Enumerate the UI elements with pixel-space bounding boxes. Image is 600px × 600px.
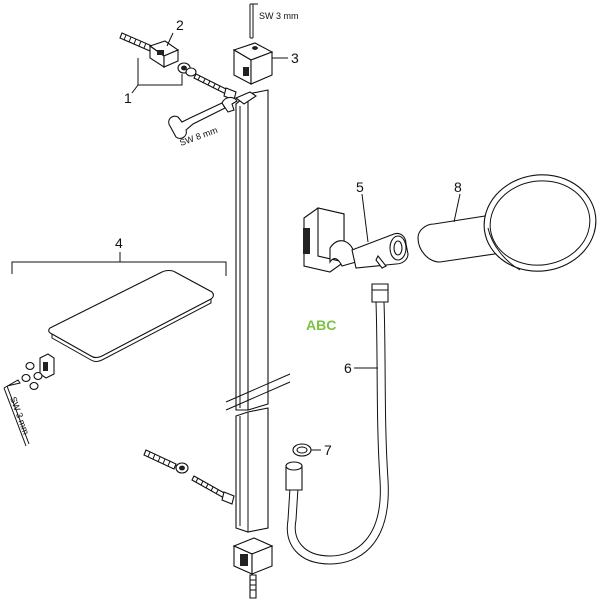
wall-plug-top	[119, 32, 153, 52]
shower-hose-part-6	[285, 283, 389, 565]
mount-block-part-3	[232, 42, 274, 85]
watermark-text: ABC	[306, 317, 336, 333]
callout-7: 7	[324, 442, 332, 458]
callout-2: 2	[176, 17, 184, 33]
screw-bottom	[191, 475, 235, 505]
screw-top	[193, 73, 237, 101]
shelf-part-4	[48, 269, 214, 362]
hex-key-left-label: SW 3 mm	[8, 395, 31, 436]
shower-holder-part-5	[303, 207, 409, 273]
callout-5: 5	[356, 179, 364, 195]
hex-key-top-label: SW 3 mm	[259, 11, 299, 21]
hex-key-left	[3, 379, 30, 447]
washer-top	[177, 62, 197, 77]
callout-3: 3	[291, 50, 299, 66]
callout-4: 4	[115, 235, 123, 251]
shower-rail	[234, 89, 269, 533]
hex-key-top	[249, 3, 258, 39]
wall-cap-part-2	[148, 40, 180, 69]
callout-8: 8	[454, 179, 462, 195]
washer-bottom	[175, 462, 189, 474]
shelf-screws	[21, 361, 43, 391]
wrench-tool	[168, 96, 238, 139]
seal-ring-part-7	[292, 443, 312, 457]
mount-block-bottom	[232, 537, 274, 599]
rail-break-marks	[225, 373, 291, 411]
callout-1: 1	[124, 90, 132, 106]
wall-plug-bottom	[143, 449, 177, 470]
callout-6: 6	[344, 360, 352, 376]
hand-shower-part-8	[417, 174, 597, 272]
